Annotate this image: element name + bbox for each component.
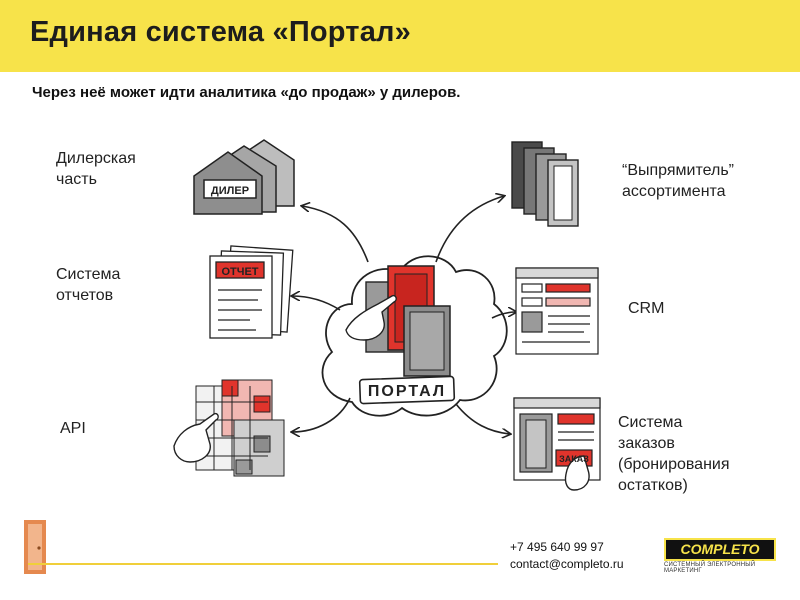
brand-tagline: СИСТЕМНЫЙ ЭЛЕКТРОННЫЙ МАРКЕТИНГ (664, 562, 756, 574)
order-sign-text: ЗАКАЗ (559, 454, 589, 464)
label-order-system: Система заказов (бронирования остатков) (618, 414, 730, 494)
label-api: API (60, 420, 86, 437)
brand-name: COMPLETO (680, 541, 760, 557)
arrow-to-orders (455, 403, 510, 434)
label-assortment-straightener: “Выпрямитель” ассортимента (622, 162, 734, 200)
arrow-to-crm (491, 312, 516, 319)
portal-doors (345, 265, 451, 377)
portal-sign-text: ПОРТАЛ (368, 383, 446, 400)
api-grid-icon (173, 379, 285, 477)
contact-email: contact@completo.ru (510, 557, 624, 571)
label-dealer-part: Дилерская часть (56, 150, 136, 188)
portal-sign (358, 375, 456, 405)
page-subtitle: Через неё может идти аналитика «до прода… (32, 84, 461, 101)
arrow-to-api (292, 397, 351, 432)
arrow-to-assortment (435, 196, 504, 263)
report-sign-text: ОТЧЕТ (221, 266, 258, 278)
order-system-icon (513, 397, 601, 491)
door-logo-icon (24, 520, 46, 574)
crm-form-icon (515, 267, 599, 355)
assortment-doors-icon (511, 141, 579, 227)
arrow-to-dealer (302, 206, 369, 263)
header-bar (0, 0, 800, 72)
report-documents-icon (209, 245, 294, 339)
dealer-sign-text: ДИЛЕР (211, 185, 249, 197)
footer-divider (28, 563, 498, 565)
arrow-to-reports (292, 296, 341, 311)
diagram-arrows (292, 196, 516, 434)
label-crm: CRM (628, 300, 665, 317)
contact-phone: +7 495 640 99 97 (510, 540, 604, 554)
dealer-houses-icon (193, 139, 295, 215)
label-report-system: Система отчетов (56, 266, 121, 304)
page-title: Единая система «Портал» (30, 16, 411, 48)
completo-logo: COMPLETO (664, 538, 776, 561)
